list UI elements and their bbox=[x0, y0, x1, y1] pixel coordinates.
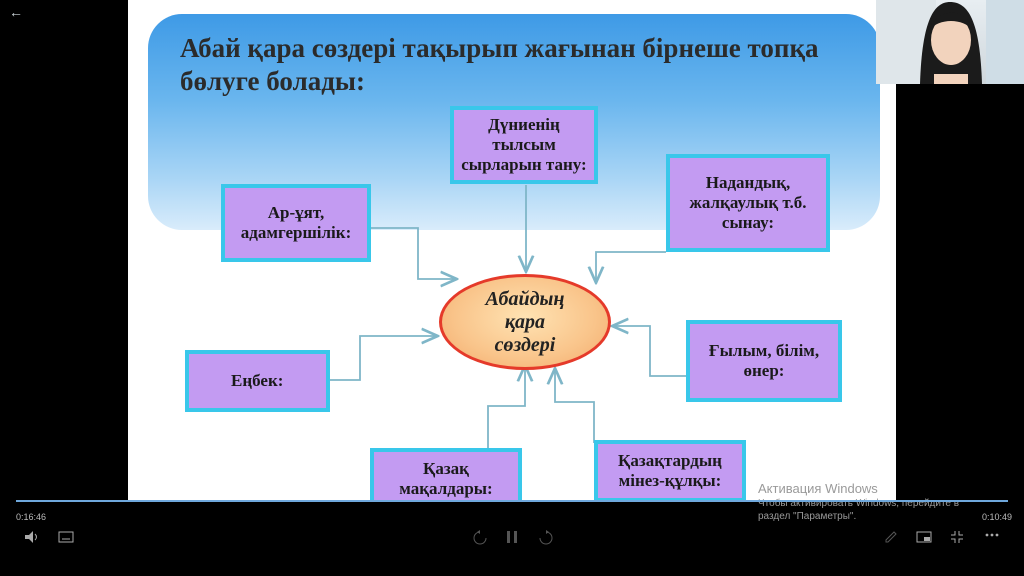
more-icon[interactable] bbox=[984, 528, 1000, 545]
arrow-ar-uyat bbox=[371, 227, 455, 279]
forward-icon[interactable] bbox=[538, 530, 554, 549]
center-ellipse: Абайдың қара сөздері bbox=[439, 274, 611, 370]
back-arrow-icon[interactable]: ← bbox=[9, 4, 23, 20]
arrow-gylym bbox=[614, 326, 686, 377]
presentation-slide: Абай қара сөздері тақырып жағынан бірнеш… bbox=[128, 0, 896, 500]
rewind-icon[interactable] bbox=[472, 530, 488, 549]
arrow-minez bbox=[555, 370, 595, 443]
webcam-overlay bbox=[876, 0, 1024, 84]
center-line-1: Абайдың bbox=[485, 287, 565, 310]
box-ar-uyat: Ар-ұят, адамгершілік: bbox=[221, 184, 371, 262]
center-line-3: сөздері bbox=[494, 333, 556, 356]
watermark-text: Чтобы активировать Windows, перейдите в … bbox=[758, 498, 960, 522]
box-kazak-makal: Қазақ мақалдары: bbox=[370, 448, 522, 500]
box-minez: Қазақтардың мінез-құлқы: bbox=[594, 440, 746, 500]
time-remaining: 0:10:49 bbox=[982, 512, 1013, 522]
time-elapsed: 0:16:46 bbox=[16, 512, 47, 522]
miniplayer-icon[interactable] bbox=[916, 530, 932, 547]
progress-fill bbox=[16, 500, 1008, 502]
webcam-person bbox=[876, 0, 1024, 84]
volume-icon[interactable] bbox=[24, 530, 40, 547]
edit-icon[interactable] bbox=[884, 530, 898, 547]
pause-icon[interactable] bbox=[506, 530, 518, 547]
center-line-2: қара bbox=[504, 310, 546, 333]
arrow-nadandyk bbox=[596, 251, 666, 281]
box-enbek: Еңбек: bbox=[185, 350, 330, 412]
arrow-kazak-makal bbox=[487, 367, 525, 451]
watermark-title: Активация Windows bbox=[758, 481, 878, 496]
box-nadandyk: Надандық, жалқаулық т.б. сынау: bbox=[666, 154, 830, 252]
windows-activation-watermark: Активация Windows Чтобы активировать Win… bbox=[758, 481, 988, 523]
box-gylym: Ғылым, білім, өнер: bbox=[686, 320, 842, 402]
box-dunie: Дүниенің тылсым сырларын тану: bbox=[450, 106, 598, 184]
arrow-enbek bbox=[330, 336, 436, 381]
subtitles-icon[interactable] bbox=[58, 530, 74, 547]
fullscreen-exit-icon[interactable] bbox=[950, 530, 964, 547]
arrows bbox=[330, 185, 686, 451]
progress-bar[interactable] bbox=[16, 500, 1008, 502]
slide-title: Абай қара сөздері тақырып жағынан бірнеш… bbox=[180, 33, 819, 96]
